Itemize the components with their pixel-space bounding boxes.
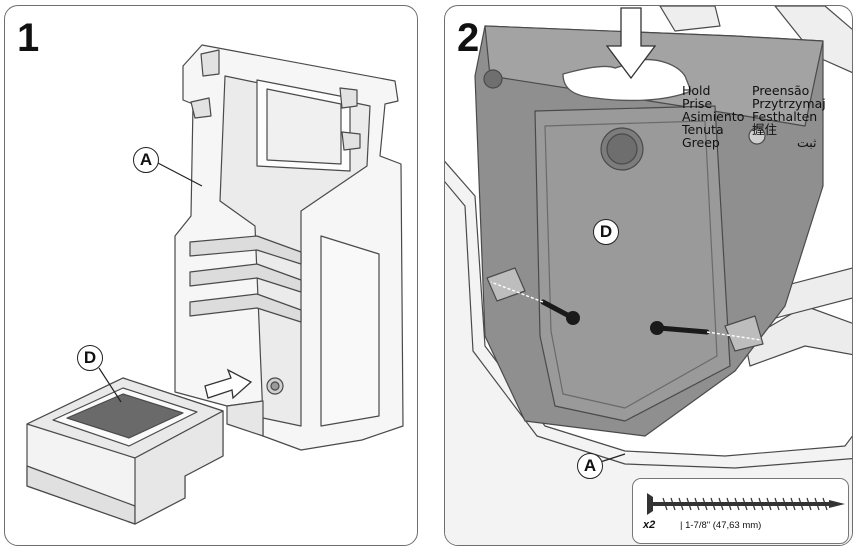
hold-label-portuguese: Preensão bbox=[752, 83, 810, 98]
step-1-panel: 1 A D bbox=[4, 5, 418, 546]
part-label-a: A bbox=[133, 147, 159, 173]
step-2-panel: 2 D A Hold Prise Asimiento Tenuta Greep … bbox=[444, 5, 853, 546]
part-d-block bbox=[26, 377, 224, 525]
step-1-illustration bbox=[26, 44, 404, 525]
part-label-d: D bbox=[593, 219, 619, 245]
hold-label-arabic: ثبت bbox=[797, 135, 817, 150]
step-number: 1 bbox=[17, 16, 40, 60]
hold-label-spanish: Asimiento bbox=[682, 109, 745, 124]
step-2-illustration bbox=[445, 6, 852, 545]
step-number: 2 bbox=[457, 16, 480, 60]
hold-label-english: Hold bbox=[682, 83, 711, 98]
hold-label-italian: Tenuta bbox=[682, 122, 724, 137]
screw-quantity: x2 bbox=[643, 519, 656, 531]
hold-label-chinese: 握住 bbox=[752, 122, 778, 137]
insert-arrow-icon bbox=[204, 368, 253, 400]
hold-label-dutch: Greep bbox=[682, 135, 720, 150]
screw-icon bbox=[490, 281, 580, 325]
hold-label-polish: Przytrzymaj bbox=[752, 96, 826, 111]
part-label-a: A bbox=[577, 453, 603, 479]
screw-icon bbox=[650, 321, 762, 341]
hand-icon bbox=[562, 58, 692, 102]
screw-diagram bbox=[647, 493, 845, 515]
part-label-d: D bbox=[77, 345, 103, 371]
hold-label-german: Festhalten bbox=[752, 109, 818, 124]
hold-label-french: Prise bbox=[682, 96, 713, 111]
press-arrow-icon bbox=[605, 7, 657, 80]
screw-size: | 1-7/8" (47,63 mm) bbox=[680, 520, 762, 531]
hardware-inset bbox=[632, 478, 849, 544]
